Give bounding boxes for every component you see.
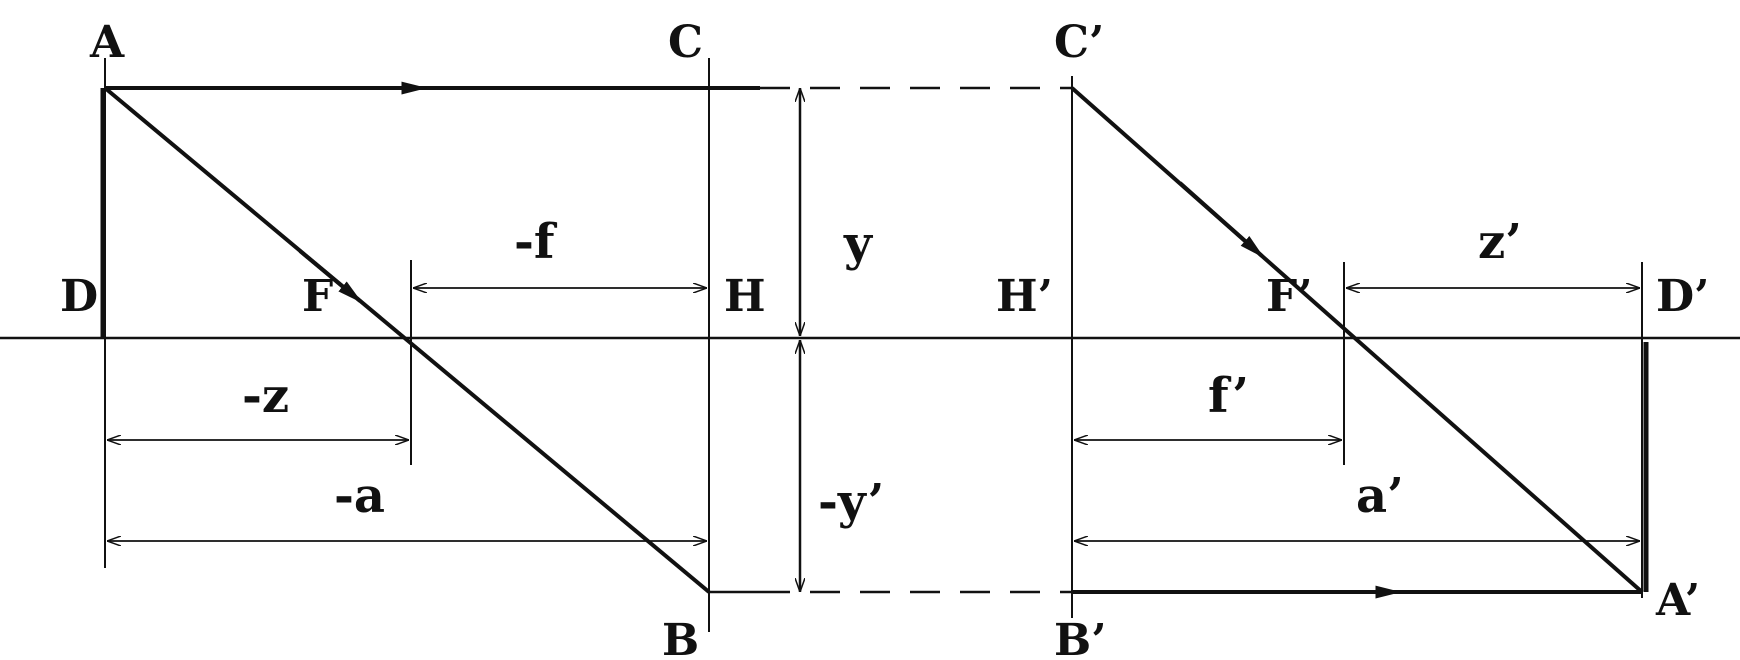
label-A-prime: A’ <box>1655 575 1700 626</box>
label-B-prime: B’ <box>1054 615 1107 660</box>
label-C-prime: C’ <box>1054 17 1104 68</box>
ray-C-prime-arrow <box>1178 181 1265 259</box>
label-C: C <box>668 17 703 68</box>
label-y: y <box>843 216 874 272</box>
label-D-prime: D’ <box>1656 271 1709 322</box>
label-A: A <box>89 17 125 68</box>
label-neg-z: -z <box>242 368 289 424</box>
label-H-prime: H’ <box>996 271 1053 322</box>
label-F: F <box>302 271 333 322</box>
ray-C-prime-to-A-prime <box>1070 86 1644 594</box>
label-F-prime: F’ <box>1266 271 1313 322</box>
label-D: D <box>60 271 98 322</box>
label-neg-a: -a <box>334 468 385 524</box>
label-H: H <box>724 271 766 322</box>
label-B: B <box>662 615 699 660</box>
label-a-prime: a’ <box>1356 468 1404 524</box>
label-neg-f: -f <box>514 214 558 270</box>
ray-A-to-B-arrow <box>298 249 363 304</box>
label-neg-y-prime: -y’ <box>818 474 884 530</box>
label-f-prime: f’ <box>1208 368 1249 424</box>
ray-A-to-B <box>103 86 711 594</box>
label-z-prime: z’ <box>1478 214 1522 270</box>
